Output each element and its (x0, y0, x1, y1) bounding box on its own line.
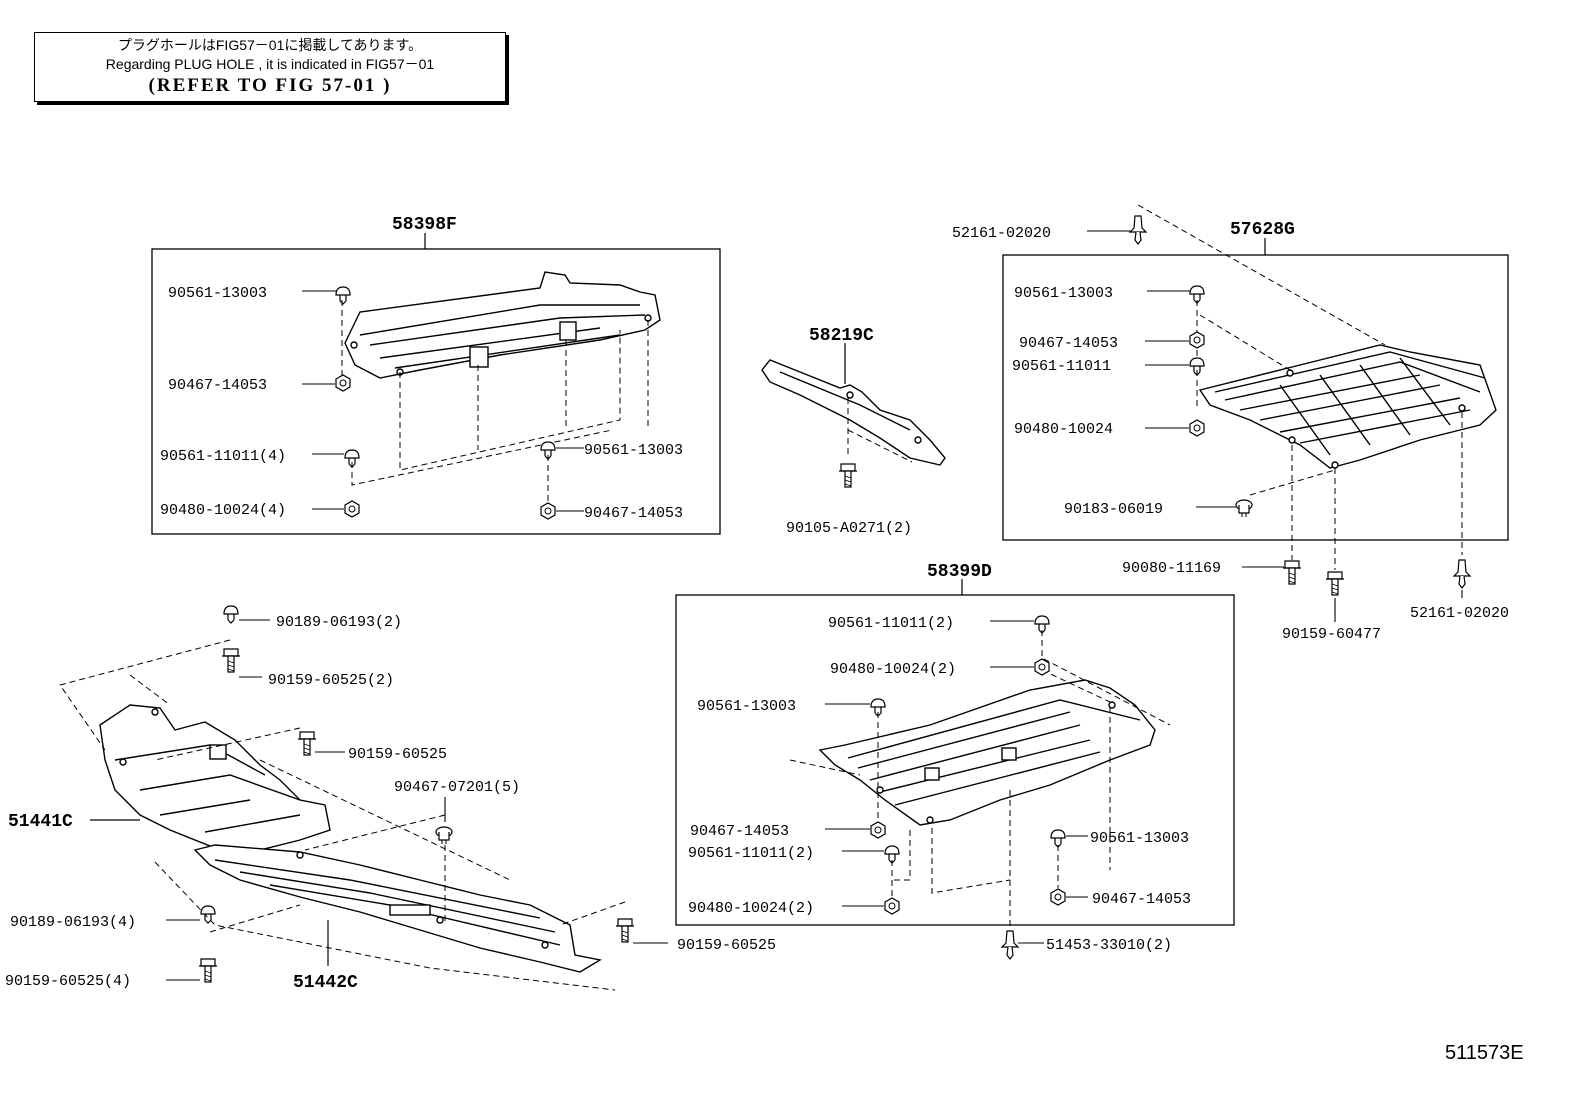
figure-id: 511573E (1445, 1042, 1524, 1064)
assembly-label-51441c: 51441C (8, 812, 73, 832)
callout-part-number: 90467-14053 (1019, 335, 1118, 352)
assembly-label-58398f: 58398F (392, 215, 457, 235)
callout-part-number: 90159-60525 (677, 937, 776, 954)
undercover-58399d-drawing (818, 679, 1156, 826)
assembly-label-51442c: 51442C (293, 973, 358, 993)
callout-part-number: 90480-10024(4) (160, 502, 286, 519)
callout-part-number: 90467-14053 (690, 823, 789, 840)
assembly-label-57628g: 57628G (1230, 220, 1295, 240)
callout-part-number: 90189-06193(4) (10, 914, 136, 931)
callout-part-number: 90080-11169 (1122, 560, 1221, 577)
callout-part-number: 90561-13003 (584, 442, 683, 459)
group-box-58399d (675, 594, 1235, 926)
callout-part-number: 90159-60525(4) (5, 973, 131, 990)
note-english-text: Regarding PLUG HOLE , it is indicated in… (105, 56, 435, 72)
note-refer-to-fig: (REFER TO FIG 57-01 ) (148, 75, 392, 96)
callout-part-number: 90467-14053 (168, 377, 267, 394)
callout-part-number: 90105-A0271(2) (786, 520, 912, 537)
callout-part-number: 90480-10024(2) (830, 661, 956, 678)
reference-note-box: プラグホールはFIG57－01に掲載してあります。 Regarding PLUG… (34, 32, 506, 102)
group-box-58398f (151, 248, 721, 535)
callout-part-number: 90561-13003 (1090, 830, 1189, 847)
callout-part-number: 90561-11011(2) (688, 845, 814, 862)
callout-part-number: 90467-07201(5) (394, 779, 520, 796)
callout-part-number: 52161-02020 (952, 225, 1051, 242)
undercover-51442c-drawing (193, 844, 602, 973)
group-box-57628g (1002, 254, 1509, 541)
callout-part-number: 90183-06019 (1064, 501, 1163, 518)
bracket-58219c-drawing (761, 359, 946, 466)
undercover-51441c-drawing (99, 704, 331, 851)
callout-part-number: 90480-10024(2) (688, 900, 814, 917)
assembly-label-58219c: 58219C (809, 326, 874, 346)
callout-part-number: 52161-02020 (1410, 605, 1509, 622)
callout-part-number: 90561-11011(2) (828, 615, 954, 632)
callout-part-number: 90159-60525 (348, 746, 447, 763)
callout-part-number: 90467-14053 (1092, 891, 1191, 908)
callout-part-number: 51453-33010(2) (1046, 937, 1172, 954)
assembly-label-58399d: 58399D (927, 562, 992, 582)
callout-part-number: 90159-60477 (1282, 626, 1381, 643)
callout-part-number: 90561-11011(4) (160, 448, 286, 465)
undercover-58398f-drawing (344, 271, 661, 379)
callout-part-number: 90561-13003 (1014, 285, 1113, 302)
undercover-57628g-drawing (1198, 344, 1497, 469)
callout-part-number: 90561-11011 (1012, 358, 1111, 375)
callout-part-number: 90561-13003 (168, 285, 267, 302)
note-japanese-text: プラグホールはFIG57－01に掲載してあります。 (117, 37, 423, 53)
callout-part-number: 90480-10024 (1014, 421, 1113, 438)
callout-part-number: 90159-60525(2) (268, 672, 394, 689)
callout-part-number: 90561-13003 (697, 698, 796, 715)
callout-part-number: 90189-06193(2) (276, 614, 402, 631)
callout-part-number: 90467-14053 (584, 505, 683, 522)
